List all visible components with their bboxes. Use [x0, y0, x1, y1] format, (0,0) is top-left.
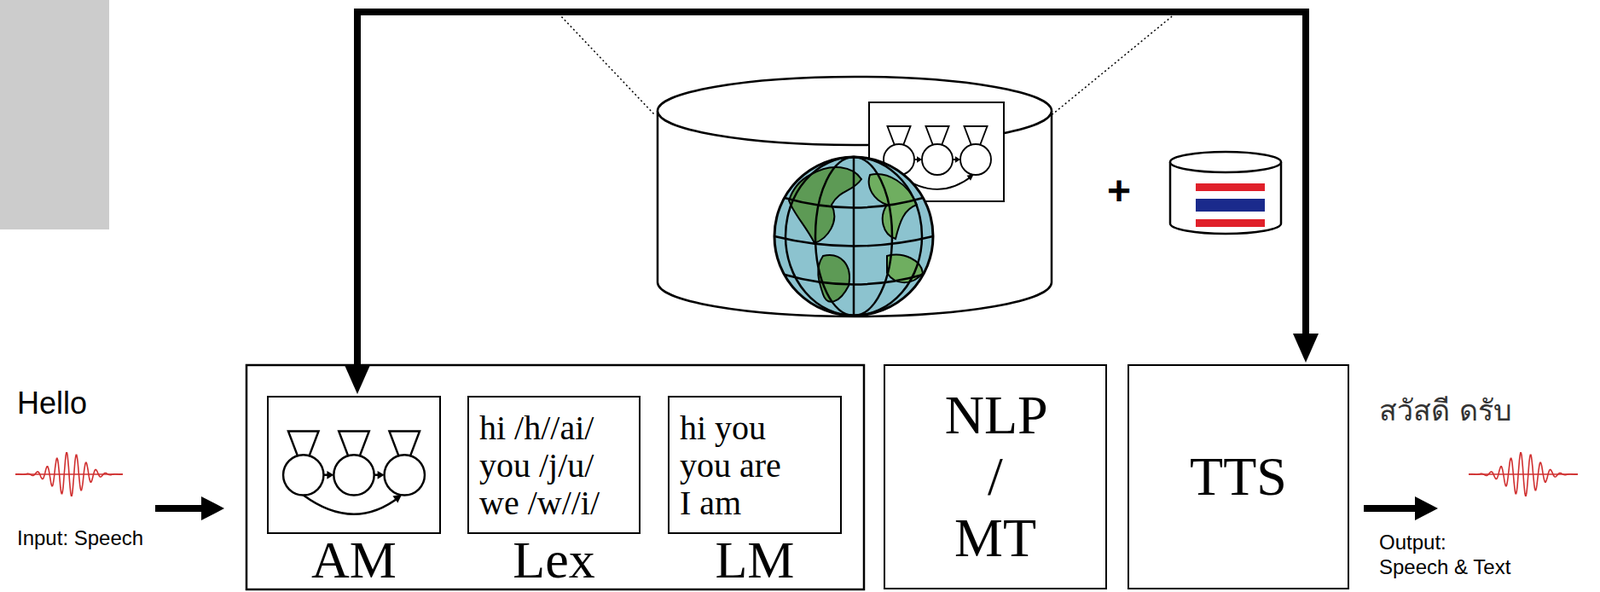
- box-label: TTS: [1189, 446, 1287, 508]
- database-cylinder: [657, 76, 1052, 317]
- entry-line: I am: [679, 484, 834, 522]
- input-word: Hello: [17, 385, 87, 422]
- feedback-arrow: [344, 11, 1319, 395]
- entry-list: hi youyou areI am: [669, 397, 841, 522]
- grey-panel: [0, 0, 110, 230]
- box-label: NLP / MT: [944, 384, 1047, 569]
- entry-list: hi /h//ai/you /j/u/we /w//i/: [469, 397, 639, 522]
- box-heading: Lex: [452, 533, 656, 586]
- entry-line: you /j/u/: [479, 446, 632, 485]
- output-caption: Speech & Text: [1379, 555, 1511, 580]
- small-cylinder: [1170, 151, 1282, 234]
- input-caption: Input: Speech: [17, 526, 144, 551]
- plus-sign: +: [1107, 167, 1131, 215]
- output-caption: Output:: [1379, 530, 1447, 555]
- box-heading: LM: [652, 533, 858, 586]
- entry-line: hi you: [679, 409, 834, 447]
- entry-line: we /w//i/: [479, 484, 632, 522]
- box-heading: AM: [251, 533, 457, 586]
- hmm-symbol: [268, 397, 440, 533]
- output-word: สวัสดี ดรับ: [1379, 387, 1513, 434]
- lexicon-box: Lexhi /h//ai/you /j/u/we /w//i/: [467, 395, 641, 534]
- dotted-line: [558, 13, 655, 115]
- language-model-box: LMhi youyou areI am: [667, 395, 842, 534]
- entry-line: you are: [679, 446, 834, 485]
- thai-flag: [1195, 183, 1265, 227]
- acoustic-model-box: AM: [266, 395, 441, 534]
- entry-line: hi /h//ai/: [479, 409, 632, 447]
- asr-box: [246, 365, 864, 590]
- nlp-mt-box: NLP / MT: [883, 364, 1108, 590]
- tts-box: TTS: [1127, 364, 1350, 590]
- dotted-line: [1052, 13, 1176, 115]
- waveform: [15, 452, 1578, 497]
- globe: [774, 156, 934, 316]
